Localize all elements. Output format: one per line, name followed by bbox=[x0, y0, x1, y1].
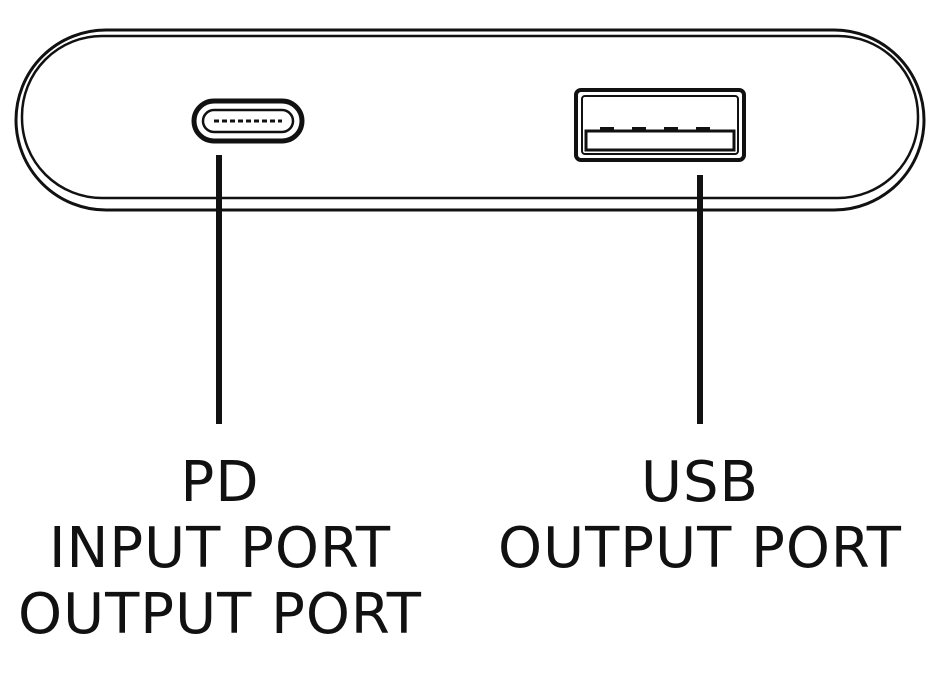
body-inner-outline bbox=[20, 34, 920, 200]
pd-port-label-line-1: PD bbox=[180, 450, 260, 515]
usb-port-label-line-1: USB bbox=[641, 450, 759, 515]
usb-port-label-line-2: OUTPUT PORT bbox=[498, 516, 902, 581]
pd-port-label-line-3: OUTPUT PORT bbox=[18, 582, 422, 647]
pd-port-label-line-2: INPUT PORT bbox=[48, 516, 392, 581]
usb-c-port-icon bbox=[191, 98, 305, 144]
usb-a-port-icon bbox=[574, 88, 746, 162]
pd-port-label: PD INPUT PORT OUTPUT PORT bbox=[0, 450, 450, 648]
usb-port-label: USB OUTPUT PORT bbox=[470, 450, 930, 582]
power-bank-body bbox=[14, 28, 926, 212]
body-outer-outline bbox=[14, 28, 926, 212]
